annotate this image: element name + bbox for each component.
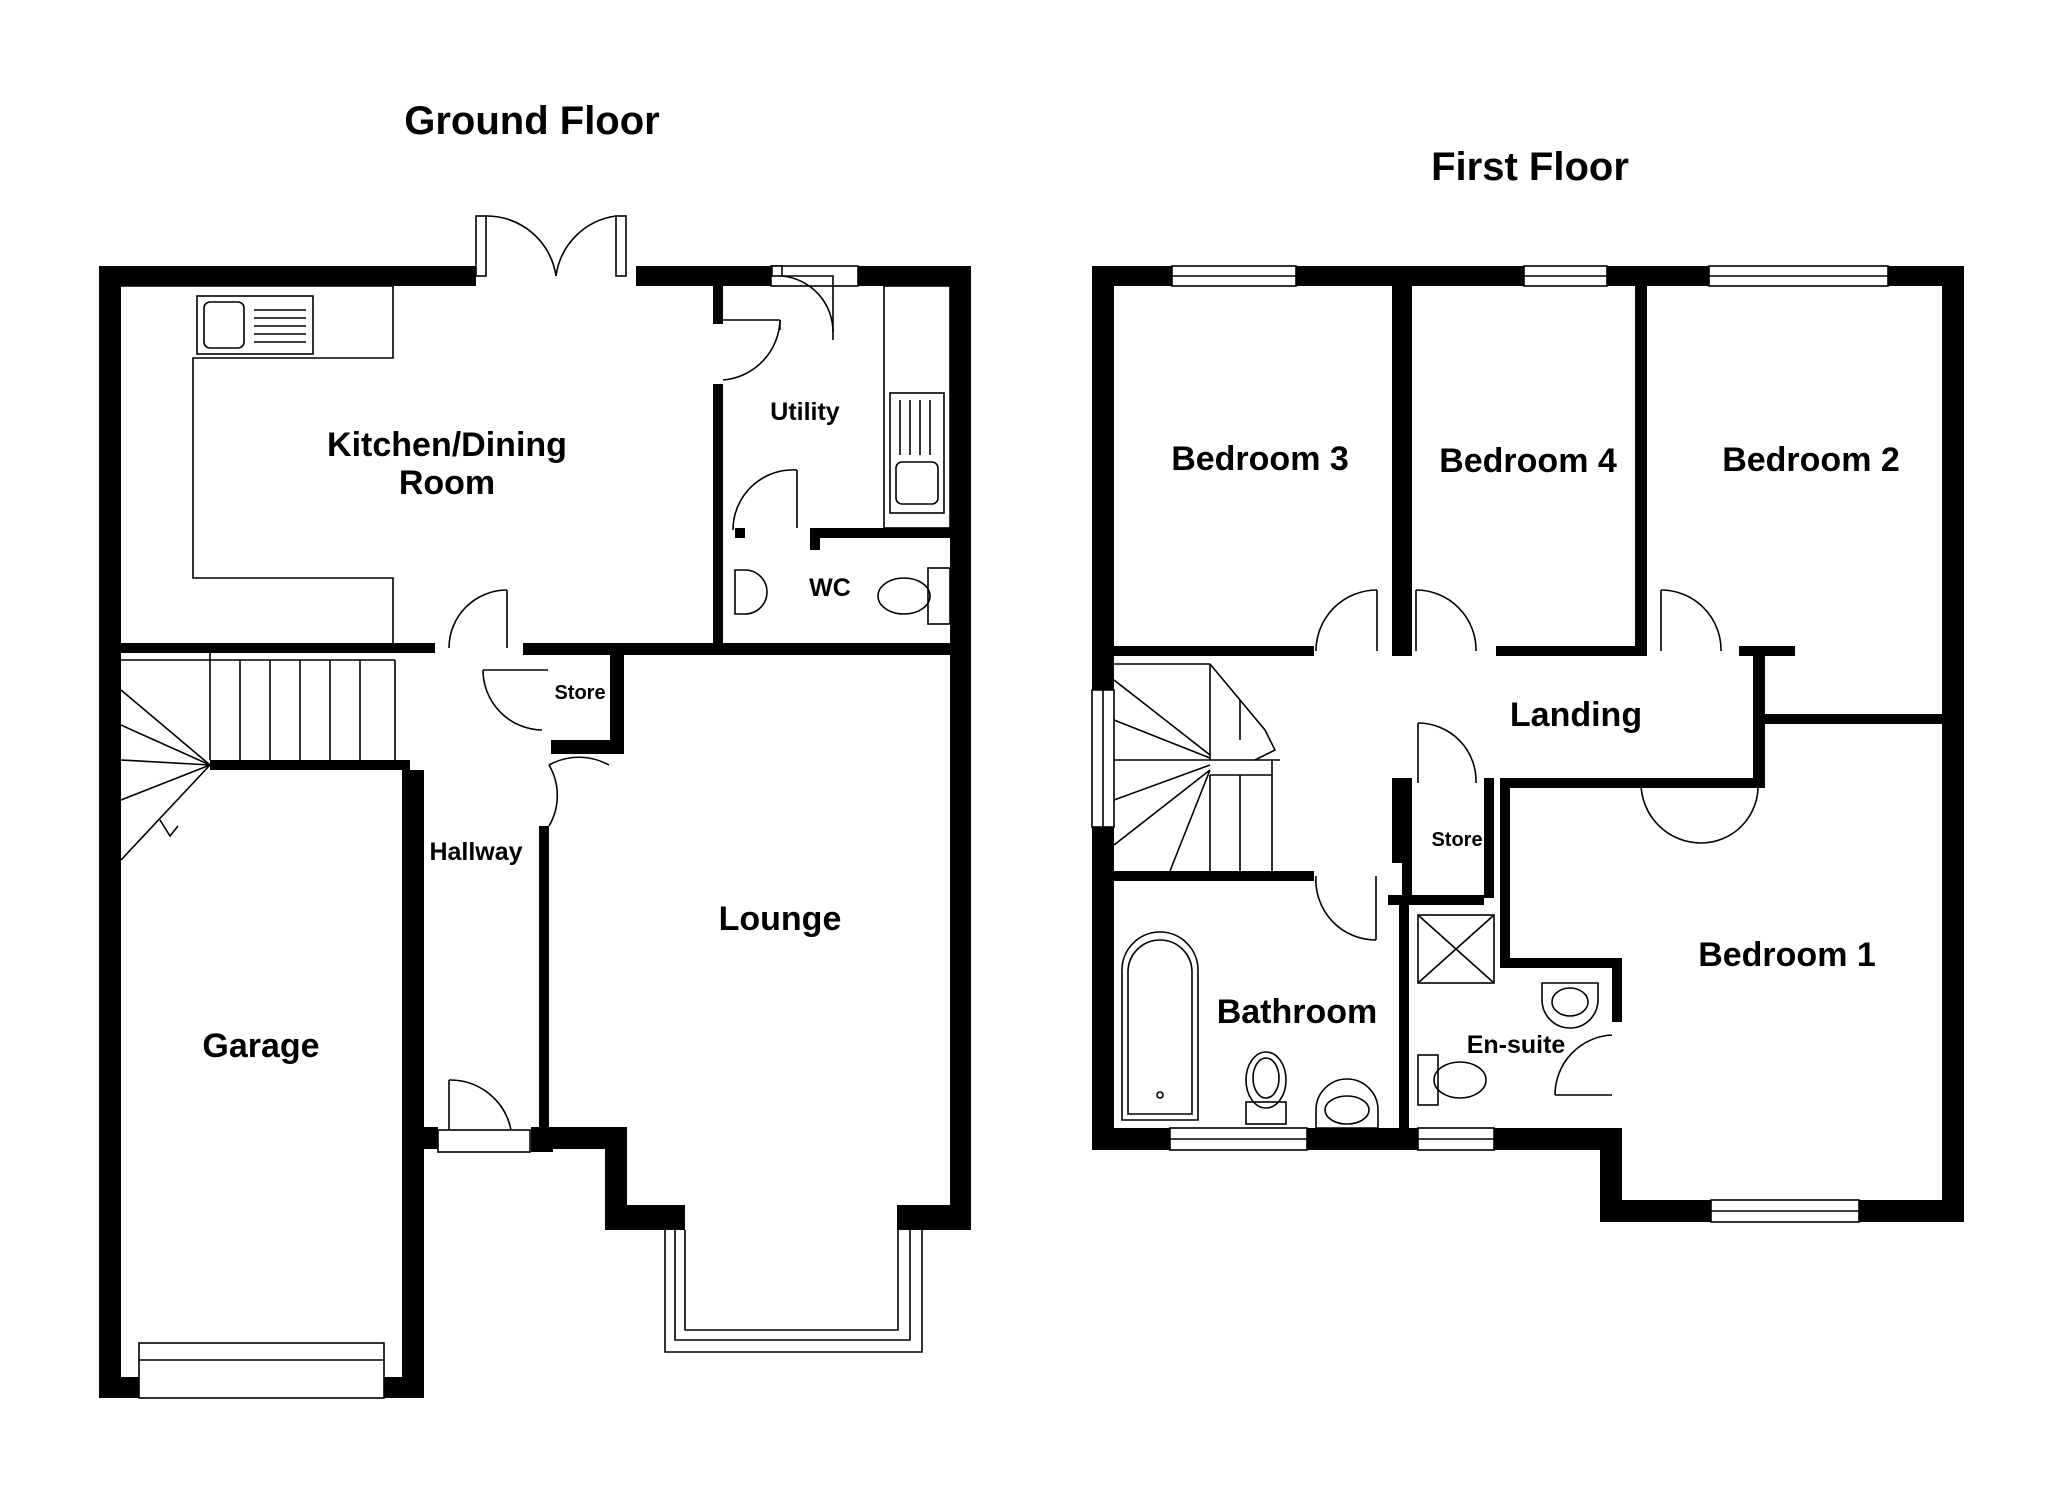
garage-label: Garage [202,1027,319,1065]
ground-floor-labels: Ground Floor Kitchen/Dining Room Utility… [202,99,850,1065]
first-floor-windows [1091,265,1889,1223]
first-floor-walls [1092,266,1964,1222]
ground-floor: Ground Floor Kitchen/Dining Room Utility… [99,99,971,1399]
first-floor-fixtures [1113,663,1599,1129]
lounge-label: Lounge [719,900,842,938]
bedroom3-label: Bedroom 3 [1171,440,1349,478]
ensuite-label: En-suite [1467,1031,1566,1059]
bedroom1-label: Bedroom 1 [1698,936,1876,974]
first-floor-title: First Floor [1431,145,1629,189]
first-floor-doors [1315,589,1759,1096]
ground-floor-title: Ground Floor [404,99,660,143]
utility-label: Utility [770,398,840,426]
ground-floor-doors [437,215,859,1153]
landing-label: Landing [1510,696,1642,734]
bedroom2-label: Bedroom 2 [1722,441,1900,479]
bathroom-label: Bathroom [1217,993,1378,1031]
first-floor-store-label: Store [1431,829,1482,851]
first-floor: First Floor Bedroom 3 Bedroom 4 Bedroom … [1091,145,1964,1223]
ground-floor-fixtures [120,285,951,861]
wc-label: WC [809,574,851,602]
bedroom4-label: Bedroom 4 [1439,442,1617,480]
kitchen-label-line1: Kitchen/Dining [327,426,567,464]
kitchen-label-line2: Room [399,464,495,502]
ground-floor-windows [138,1230,923,1399]
hallway-label: Hallway [429,838,522,866]
store-label: Store [554,682,605,704]
ground-floor-walls [99,266,971,1398]
first-floor-labels: First Floor Bedroom 3 Bedroom 4 Bedroom … [1171,145,1900,1059]
